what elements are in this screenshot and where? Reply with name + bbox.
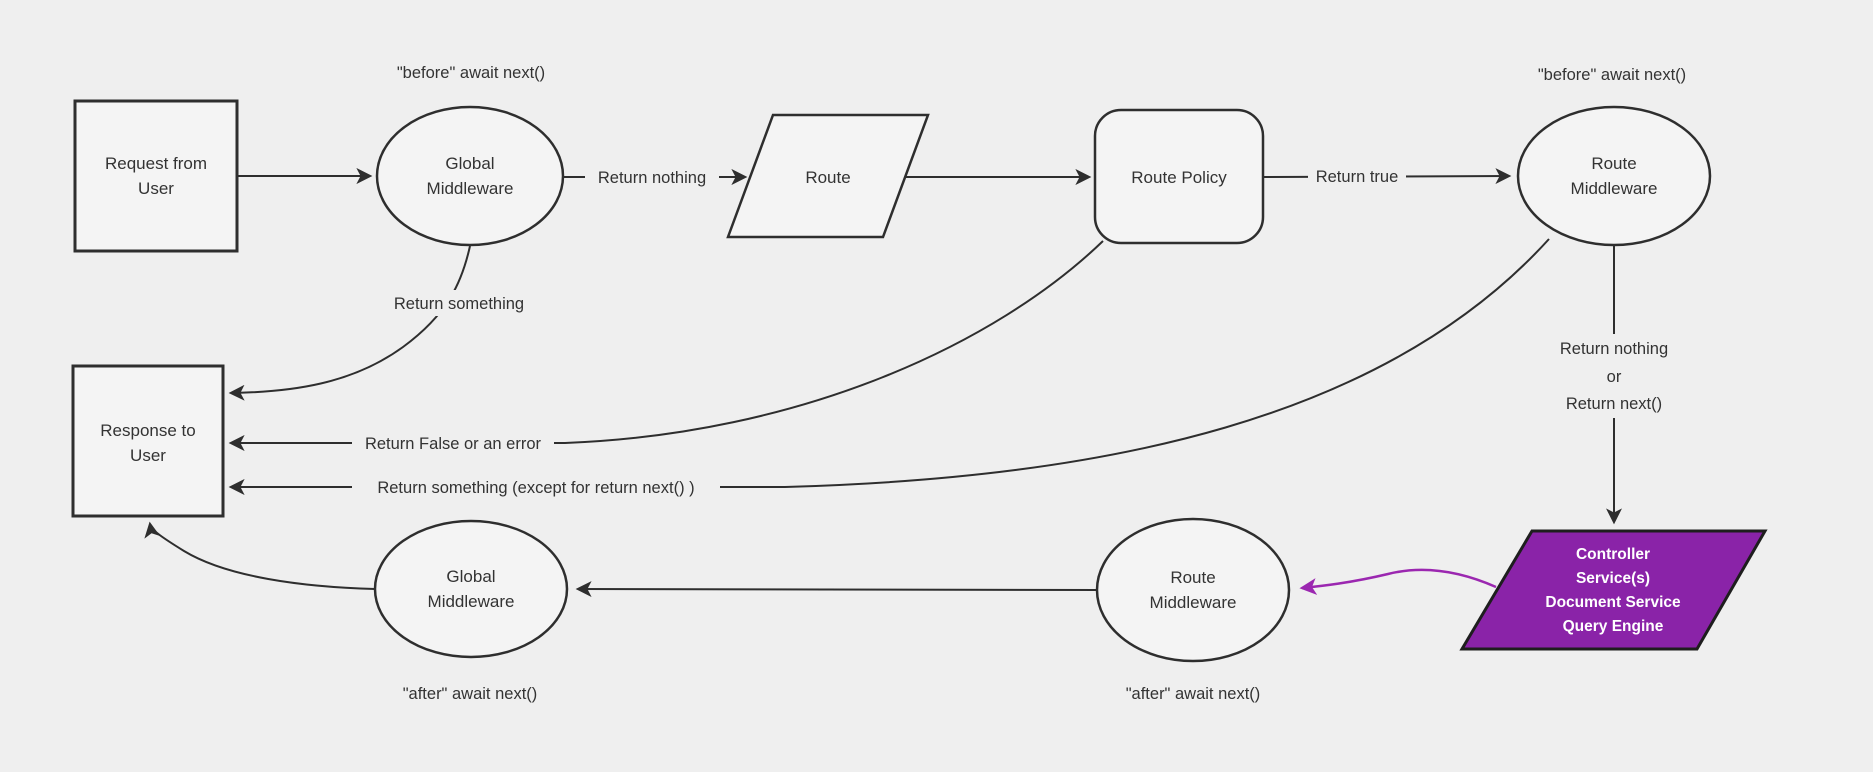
- route-shape: [726, 113, 930, 239]
- route-node: Route: [726, 113, 930, 239]
- controller-services-shape: [1459, 529, 1768, 651]
- global-middleware-top-shape: [375, 105, 565, 247]
- route-middleware-bottom-node: Route Middleware: [1095, 517, 1291, 663]
- edge-global-middleware-bottom-to-response: [144, 521, 376, 590]
- label-return-nothing-or-line2: or: [1607, 368, 1622, 386]
- edge-global-middleware-return-something-to-response: [228, 245, 471, 401]
- label-bg-return-nothing-or: [1536, 334, 1692, 418]
- edge-route-middleware-return-something-to-response: [228, 238, 1550, 495]
- controller-services-label-line1: Controller: [1576, 546, 1650, 563]
- route-middleware-bottom-shape: [1095, 517, 1291, 663]
- edge-controller-to-route-middleware-bottom: [1299, 568, 1497, 596]
- controller-services-label-line2: Service(s): [1576, 570, 1650, 587]
- route-middleware-bottom-label-line1: Route: [1170, 568, 1215, 587]
- route-middleware-top-node: Route Middleware: [1516, 105, 1712, 247]
- label-return-nothing-or-line3: Return next(): [1566, 395, 1662, 413]
- label-before-await-next-right: "before" await next(): [1538, 66, 1686, 84]
- global-middleware-top-label-line2: Middleware: [427, 179, 514, 198]
- route-middleware-top-label-line1: Route: [1591, 154, 1636, 173]
- controller-services-label-line3: Document Service: [1545, 594, 1681, 611]
- label-after-await-next-left: "after" await next(): [403, 685, 538, 703]
- label-before-await-next-left: "before" await next(): [397, 64, 545, 82]
- edge-route-policy-return-false-to-response: [228, 240, 1104, 451]
- label-bg-return-nothing: [585, 164, 719, 190]
- route-middleware-top-label-line2: Middleware: [1571, 179, 1658, 198]
- label-return-nothing: Return nothing: [598, 169, 706, 187]
- global-middleware-top-label-line1: Global: [445, 154, 494, 173]
- label-return-nothing-or-line1: Return nothing: [1560, 340, 1668, 358]
- request-from-user-label-line1: Request from: [105, 154, 207, 173]
- controller-services-node: Controller Service(s) Document Service Q…: [1459, 529, 1768, 651]
- response-to-user-shape: [71, 364, 225, 518]
- global-middleware-bottom-label-line2: Middleware: [428, 592, 515, 611]
- route-policy-shape: [1093, 108, 1265, 245]
- global-middleware-bottom-label-line1: Global: [446, 567, 495, 586]
- label-bg-return-false: [352, 430, 554, 456]
- label-return-something: Return something: [394, 295, 524, 313]
- route-middleware-bottom-label-line2: Middleware: [1150, 593, 1237, 612]
- controller-services-label-line4: Query Engine: [1563, 618, 1664, 635]
- label-bg-return-something-except: [352, 474, 720, 500]
- label-return-true: Return true: [1316, 168, 1399, 186]
- label-return-something-except: Return something (except for return next…: [377, 479, 694, 497]
- global-middleware-top-node: Global Middleware: [375, 105, 565, 247]
- global-middleware-bottom-shape: [373, 519, 569, 659]
- response-to-user-label-line2: User: [130, 446, 166, 465]
- label-bg-return-something: [380, 290, 538, 316]
- request-from-user-label-line2: User: [138, 179, 174, 198]
- global-middleware-bottom-node: Global Middleware: [373, 519, 569, 659]
- route-policy-label: Route Policy: [1131, 168, 1227, 187]
- label-bg-return-true: [1308, 163, 1406, 189]
- label-return-false-or-error: Return False or an error: [365, 435, 542, 453]
- response-to-user-node: Response to User: [71, 364, 225, 518]
- route-middleware-top-shape: [1516, 105, 1712, 247]
- route-policy-node: Route Policy: [1093, 108, 1265, 245]
- edge-route-middleware-bottom-to-global-middleware-bottom: [575, 581, 1098, 598]
- label-after-await-next-right: "after" await next(): [1126, 685, 1261, 703]
- route-label: Route: [805, 168, 850, 187]
- response-to-user-label-line1: Response to: [100, 421, 195, 440]
- request-from-user-node: Request from User: [73, 99, 239, 253]
- request-from-user-shape: [73, 99, 239, 253]
